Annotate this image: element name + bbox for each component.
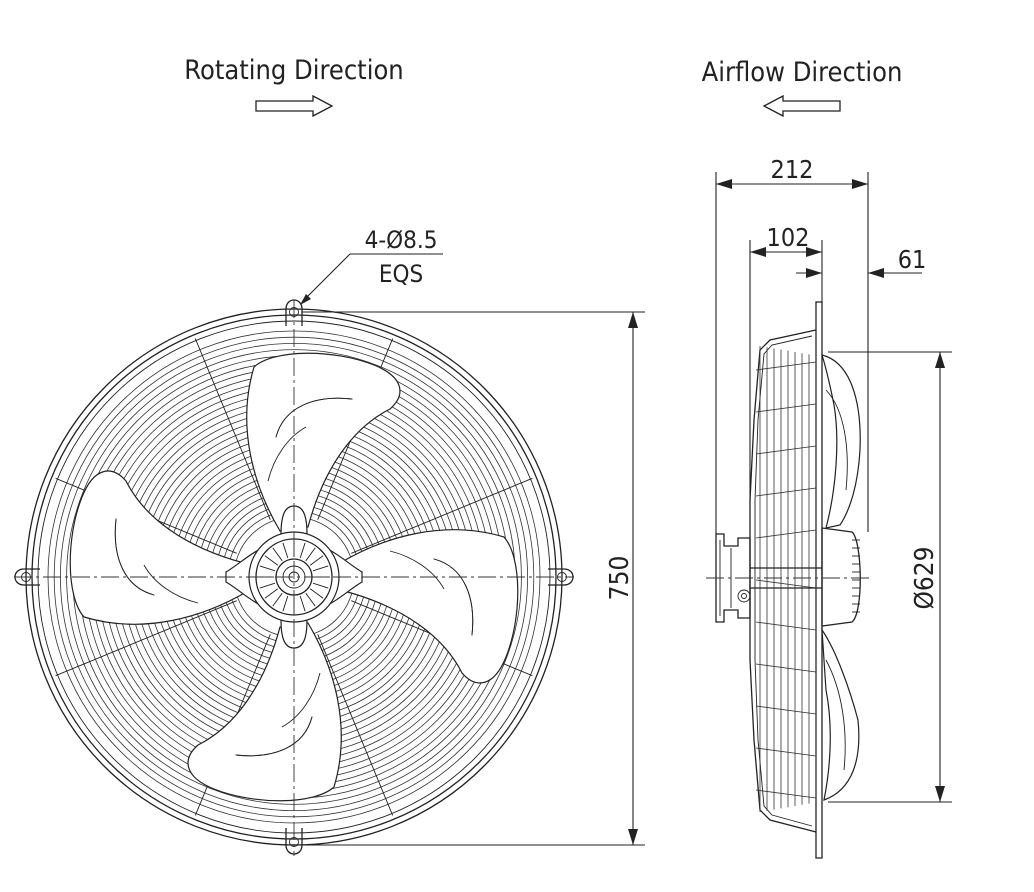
hole-callout: 4-Ø8.5 EQS [300, 226, 443, 305]
depth-dimension-61: 61 [796, 245, 926, 278]
side-view: 212 102 61 Ø629 [706, 155, 952, 859]
airflow-direction-label: Airflow Direction [702, 57, 903, 88]
front-view: 4-Ø8.5 EQS 750 [14, 226, 645, 856]
depth-dimension-102: 102 [749, 223, 823, 500]
mounting-flange [815, 301, 823, 859]
hole-spec-sub-label: EQS [379, 260, 423, 288]
hole-spec-label: 4-Ø8.5 [365, 226, 438, 254]
diameter-label: Ø629 [910, 546, 940, 609]
depth-61-label: 61 [898, 245, 927, 274]
airflow-direction-arrow-icon [762, 94, 841, 118]
depth-212-label: 212 [771, 155, 814, 184]
rotating-direction-arrow-icon [255, 94, 334, 118]
fan-blades [69, 352, 519, 802]
depth-102-label: 102 [767, 223, 810, 252]
rotating-direction-label: Rotating Direction [184, 55, 403, 86]
height-dimension-label: 750 [605, 556, 635, 601]
height-dimension: 750 [302, 311, 645, 846]
diameter-dimension: Ø629 [828, 351, 952, 803]
motor [715, 533, 822, 623]
